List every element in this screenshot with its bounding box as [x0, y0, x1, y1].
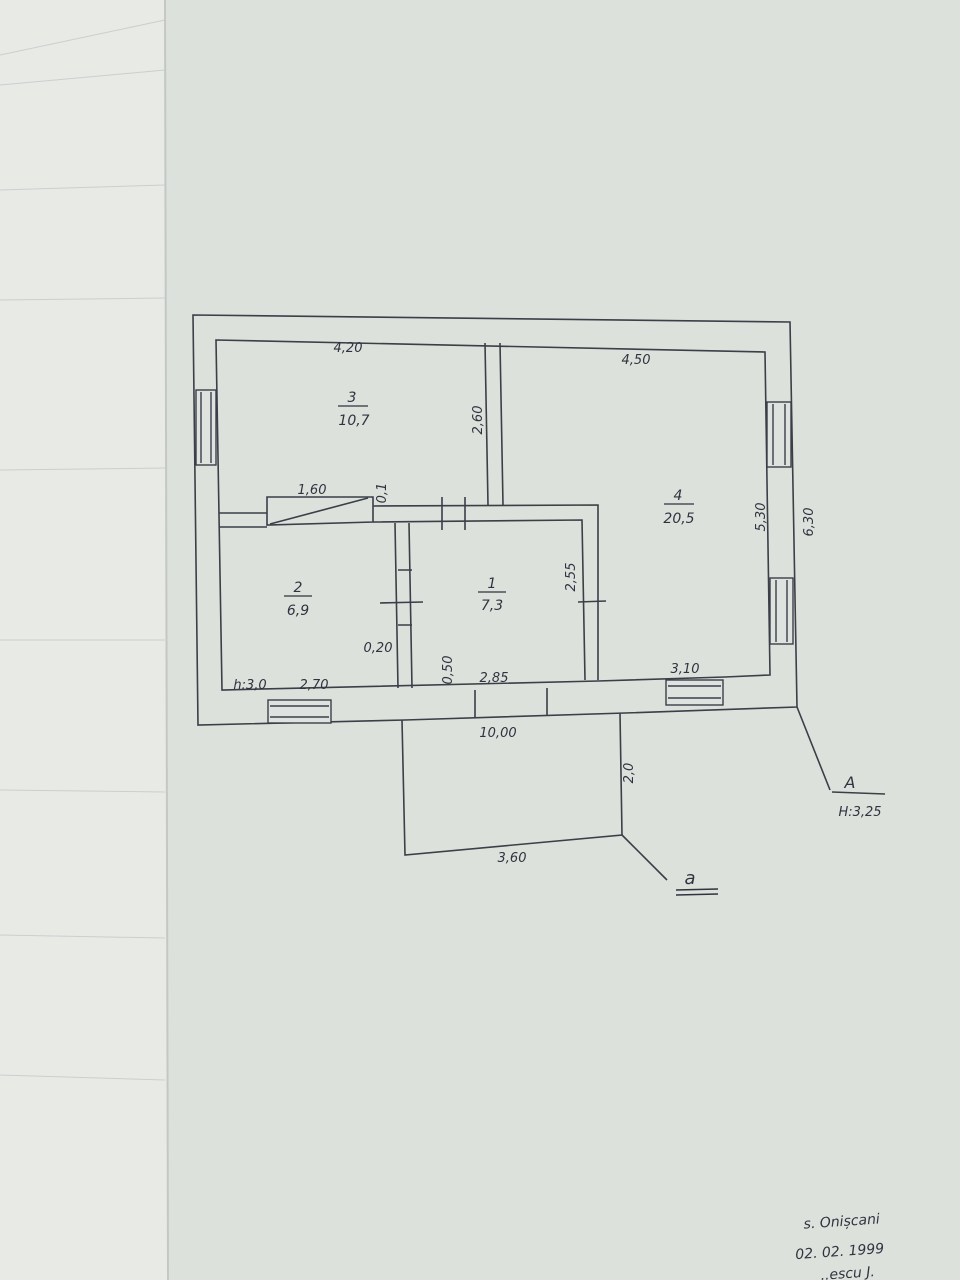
room3-number: 3 — [348, 390, 357, 406]
leader-a — [621, 834, 668, 881]
partition-marks — [398, 569, 412, 626]
door-1-4 — [577, 600, 607, 603]
room-labels: 3 10,7 4 20,5 2 6,9 1 7,3 — [284, 390, 695, 619]
dim-room4-width: 4,50 — [622, 353, 651, 368]
footer-author: ..escu J. — [820, 1264, 875, 1280]
footer-notes: s. Onișcani 02. 02. 1999 ..escu J. — [795, 1211, 885, 1280]
doors — [379, 497, 607, 718]
dim-stair-width: 1,60 — [298, 483, 327, 498]
window-bottom-right — [665, 679, 724, 706]
dim-room4-depth: 5,30 — [754, 503, 769, 532]
dim-door-offset: 0,50 — [441, 656, 456, 685]
door-3-1 — [441, 497, 466, 530]
partition-1-2 — [394, 522, 413, 689]
dim-room3-depth: 2,60 — [471, 406, 486, 435]
dim-stair-gap: 0,1 — [375, 483, 390, 504]
partition-3-4 — [484, 342, 504, 506]
entrance-door — [474, 688, 548, 718]
room1-area: 7,3 — [481, 598, 503, 614]
dim-partition: 0,20 — [364, 641, 393, 656]
porch — [401, 712, 623, 856]
left-sheet-ruling — [0, 19, 166, 1081]
room1-number: 1 — [488, 576, 497, 592]
leader-A — [796, 706, 831, 791]
dim-overall-length: 10,00 — [479, 726, 516, 741]
window-right-top — [766, 401, 792, 468]
marker-a-letter: a — [684, 868, 695, 889]
room3-area: 10,7 — [338, 413, 369, 429]
dim-room4-bottom: 3,10 — [671, 662, 700, 677]
room2-number: 2 — [294, 580, 303, 596]
partition-2-3-left — [219, 512, 267, 528]
room2-area: 6,9 — [287, 603, 309, 619]
room4-area: 20,5 — [663, 511, 694, 527]
dim-room3-width: 4,20 — [334, 341, 363, 356]
footer-date: 02. 02. 1999 — [795, 1241, 885, 1263]
window-left — [195, 389, 217, 466]
marker-A-letter: A — [844, 773, 856, 792]
dim-porch-depth: 2,0 — [622, 763, 637, 784]
marker-A-line — [831, 791, 886, 795]
outer-wall — [192, 314, 798, 726]
marker-A-height: H:3,25 — [838, 805, 881, 820]
room4-number: 4 — [674, 488, 683, 504]
door-2-1 — [379, 601, 424, 604]
dim-room1-width: 2,85 — [480, 671, 509, 686]
sheet-edge — [164, 0, 169, 1280]
window-bottom-left — [267, 699, 332, 724]
dim-room1-depth: 2,55 — [564, 563, 579, 592]
dim-room2-width: 2,70 — [300, 678, 329, 693]
footer-place: s. Onișcani — [803, 1211, 880, 1232]
windows — [195, 389, 794, 724]
dim-overall-depth: 6,30 — [802, 508, 817, 537]
inner-wall — [215, 339, 771, 691]
stair-diagonal — [269, 497, 369, 525]
dim-porch-width: 3,60 — [498, 851, 527, 866]
window-right-bottom — [769, 577, 794, 645]
dimension-labels: 4,20 4,50 2,60 5,30 6,30 1,60 0,1 2,55 0… — [233, 341, 817, 866]
stair-box — [266, 496, 374, 526]
dim-height: h:3,0 — [233, 678, 266, 693]
section-markers: A H:3,25 a — [675, 773, 882, 896]
